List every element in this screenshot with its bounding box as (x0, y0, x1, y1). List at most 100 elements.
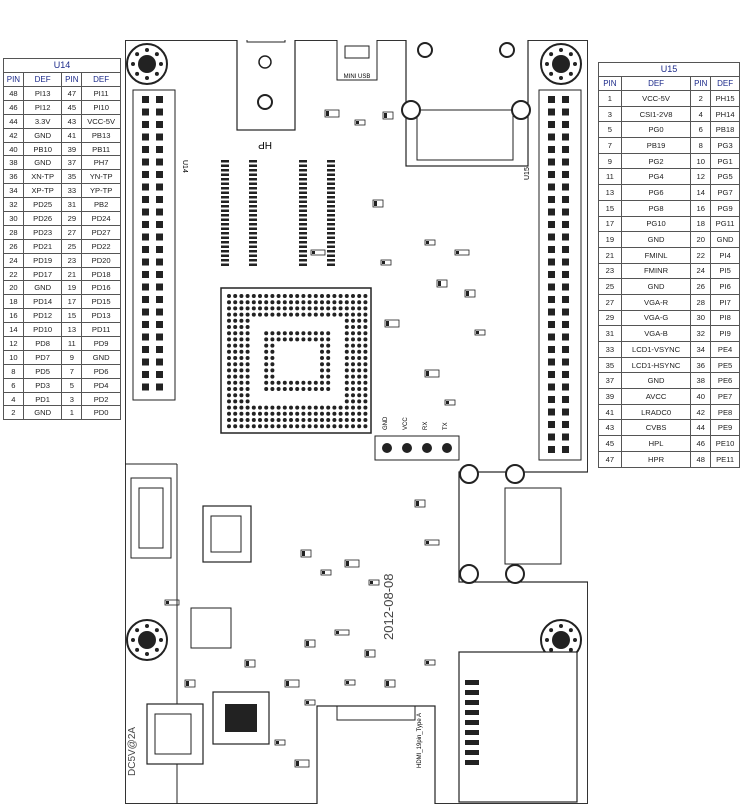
bga-ball (351, 405, 355, 410)
ddr-pad (221, 200, 229, 203)
ethernet-jack (401, 40, 531, 167)
smd-part (184, 679, 196, 688)
bga-ball (264, 312, 269, 317)
u15-def-cell: PE5 (710, 356, 740, 374)
u14-pin-cell: 3 (61, 391, 83, 407)
bga-ball (233, 356, 238, 360)
bga-ball (357, 318, 362, 323)
u15-pin-cell: 20 (690, 231, 712, 248)
header-pin (562, 171, 569, 178)
bga-ball (239, 343, 244, 348)
bga-ball (320, 387, 324, 391)
mounting-hole-via (159, 638, 163, 642)
bga-ball (351, 318, 355, 323)
bga-ball (227, 393, 231, 398)
bga-ball (307, 294, 312, 298)
bga-ball (227, 362, 231, 367)
bga-ball (258, 312, 262, 317)
header-pin (142, 208, 149, 216)
header-pin (548, 158, 555, 166)
smd-part (368, 579, 380, 586)
mounting-hole-via (154, 52, 159, 57)
u15-def-cell: VCC-5V (620, 90, 692, 107)
ddr-pad (249, 227, 257, 230)
ddr-pad (299, 187, 307, 190)
u15-def-cell: FMINL (620, 246, 692, 264)
bga-ball (357, 325, 362, 329)
header-pin (562, 333, 569, 341)
bga-ball (282, 337, 287, 342)
hp-label: HP (258, 139, 272, 150)
bga-ball (233, 374, 238, 379)
u15-pin-cell: 1 (598, 90, 622, 107)
ddr-pad (327, 173, 335, 176)
bga-ball (233, 306, 238, 311)
bga-ball-grid (227, 294, 368, 429)
bga-ball (320, 418, 324, 422)
bga-ball (357, 337, 362, 342)
ddr-pad (249, 178, 257, 181)
bga-ball (351, 374, 355, 379)
bga-ball (295, 424, 300, 429)
ddr-pad (221, 182, 229, 185)
smd-part (454, 249, 470, 256)
u15-def-cell: LCD1-HSYNC (620, 356, 692, 374)
mounting-hole-via (135, 71, 140, 76)
u14-def-cell: PB10 (22, 141, 63, 157)
bga-ball (344, 380, 349, 385)
header-pin (156, 208, 163, 216)
bga-ball (233, 318, 238, 323)
bga-ball (245, 325, 250, 329)
header-pin (156, 183, 163, 191)
sd-card-slot (458, 464, 588, 584)
u15-def-cell: HPL (620, 435, 692, 452)
bga-ball (295, 306, 300, 311)
bga-ball (351, 325, 355, 329)
u14-def-cell: PD14 (22, 294, 63, 310)
smd-part (284, 679, 300, 688)
u14-def-cell: XN-TP (22, 169, 63, 185)
bga-ball (326, 337, 331, 342)
bga-ball (326, 418, 331, 422)
ddr-pad (249, 200, 257, 203)
bga-ball (239, 368, 244, 373)
u14-def-cell: PI11 (81, 86, 121, 101)
header-pin (156, 358, 163, 366)
bga-ball (357, 405, 362, 410)
smd-pad (426, 661, 429, 664)
u14-def-cell: PD12 (22, 308, 63, 324)
u14-def-cell: PD25 (22, 197, 63, 213)
bga-ball (233, 294, 238, 298)
u15-pin-cell: 25 (598, 278, 622, 295)
header-pin (562, 258, 569, 266)
mounting-hole-center (552, 631, 570, 649)
bga-ball (239, 312, 244, 317)
bga-ball (357, 387, 362, 391)
header-pin (562, 133, 569, 141)
u14-pin-cell: 17 (61, 294, 83, 310)
mounting-hole-center (138, 55, 156, 73)
bga-ball (357, 368, 362, 373)
ddr-pad (221, 245, 229, 248)
bga-ball (245, 387, 250, 391)
hdmi-label: HDMI_19pin_Type A (417, 713, 423, 768)
bga-ball (295, 387, 300, 391)
bga-ball (251, 312, 256, 317)
u14-def-cell: GND (22, 127, 63, 143)
mini-usb-connector: MINI USB (336, 40, 378, 81)
bga-ball (227, 349, 231, 354)
header-pin (156, 346, 163, 353)
bga-ball (227, 356, 231, 360)
ddr-pad (299, 259, 307, 262)
header-pin (562, 221, 569, 228)
bga-ball (320, 300, 324, 305)
header-pin (142, 233, 149, 241)
tf-pin (465, 730, 479, 735)
